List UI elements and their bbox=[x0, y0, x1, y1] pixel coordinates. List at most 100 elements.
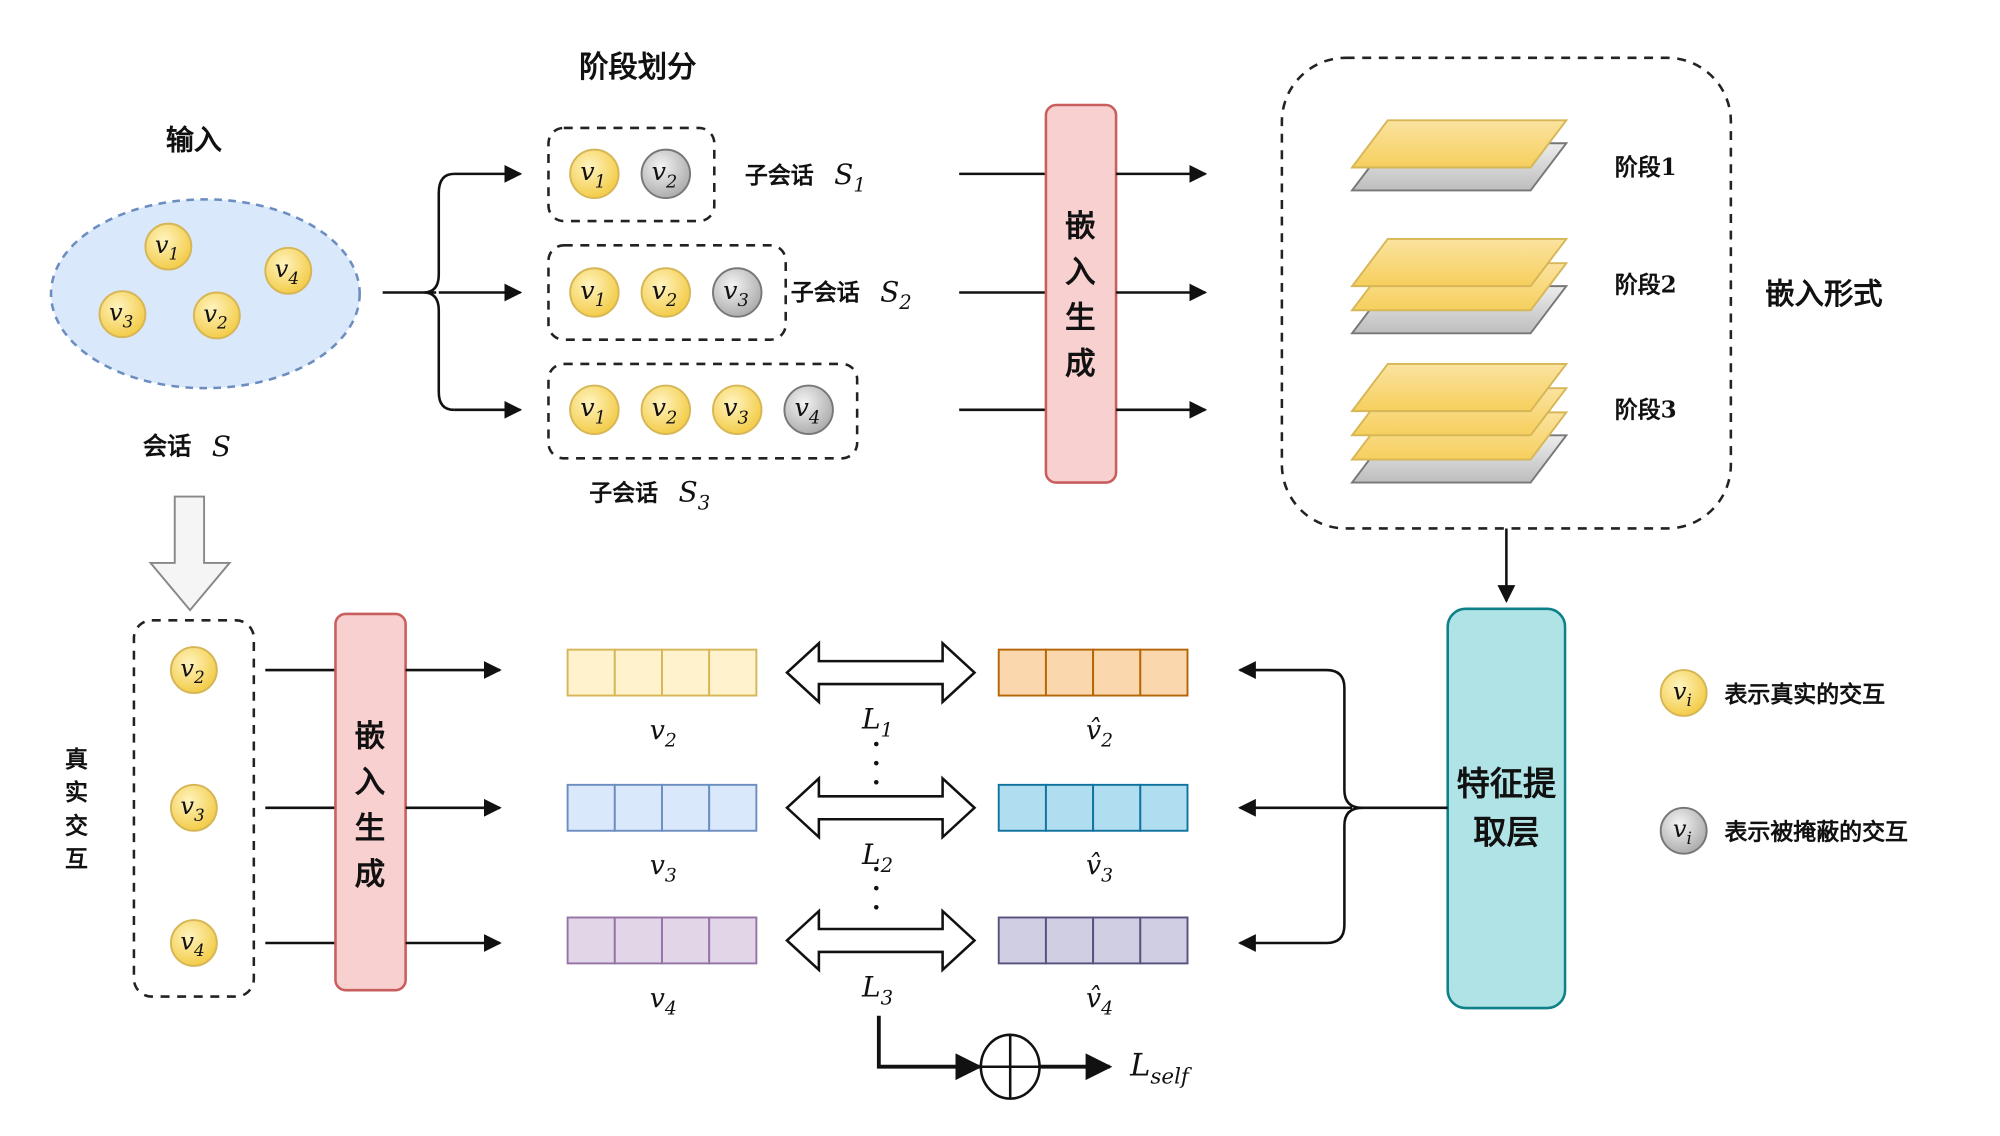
node-label: v2 bbox=[203, 300, 227, 333]
embed-form-title: 嵌入形式 bbox=[1765, 276, 1882, 311]
subsession-node: v1 bbox=[569, 384, 620, 436]
embed-generation-bottom bbox=[334, 612, 407, 992]
svg-text:子会话: 子会话 bbox=[589, 479, 658, 506]
legend-item-1: vi 表示真实的交互 bbox=[1659, 669, 1885, 717]
predicted-vector bbox=[997, 783, 1189, 832]
svg-text:嵌: 嵌 bbox=[355, 719, 386, 755]
stage-label: 阶段1 bbox=[1615, 154, 1677, 181]
vector-cell bbox=[1139, 783, 1189, 832]
subsession-label-2: 子会话 S2 bbox=[791, 275, 912, 314]
node-label: vi bbox=[1673, 815, 1692, 848]
subsession-box-2 bbox=[547, 244, 787, 341]
embedding-vector bbox=[566, 783, 758, 832]
vector-cell bbox=[708, 648, 758, 697]
vector-cell bbox=[997, 783, 1047, 832]
embedding-layer bbox=[1350, 119, 1569, 169]
session-ellipse bbox=[49, 198, 361, 390]
svg-text:入: 入 bbox=[1065, 254, 1096, 290]
node-label: v2 bbox=[180, 654, 204, 687]
node-label: v3 bbox=[723, 392, 749, 428]
node-label: v1 bbox=[580, 275, 606, 311]
vector-row-1: v2 v̂2 L1 bbox=[566, 640, 1189, 751]
svg-text:生: 生 bbox=[1065, 300, 1096, 336]
masked-node-icon bbox=[712, 267, 763, 318]
masked-node-icon bbox=[783, 384, 834, 436]
subsession-label-1: 子会话 S1 bbox=[745, 158, 866, 197]
loss-label: L3 bbox=[861, 971, 893, 1010]
loss-sum-arrow bbox=[876, 1015, 983, 1081]
node-label: v3 bbox=[109, 299, 133, 332]
real-nodes: v2 v3 v4 bbox=[169, 646, 218, 967]
vector-cell bbox=[1044, 648, 1095, 697]
svg-text:交: 交 bbox=[65, 812, 88, 839]
predicted-vector bbox=[997, 648, 1189, 697]
legend-real-icon: vi bbox=[1659, 669, 1708, 717]
input-node: v2 bbox=[192, 291, 241, 340]
session-symbol: S bbox=[212, 430, 231, 463]
vector-cell bbox=[1092, 648, 1142, 697]
subsession-node: v2 bbox=[640, 384, 692, 436]
vector-label: v4 bbox=[650, 983, 677, 1020]
predicted-vector-label: v̂4 bbox=[1086, 983, 1113, 1020]
real-node-icon bbox=[264, 246, 313, 295]
svg-text:成: 成 bbox=[1065, 346, 1096, 382]
svg-text:互: 互 bbox=[65, 845, 88, 872]
legend-text: 表示真实的交互 bbox=[1724, 681, 1885, 708]
ellipsis-dots bbox=[873, 741, 879, 910]
vector-cell bbox=[997, 916, 1047, 965]
embed-bottom-label: 嵌 入 生 成 bbox=[355, 719, 386, 893]
node-label: v1 bbox=[580, 392, 606, 428]
vector-cell bbox=[613, 783, 663, 832]
node-label: v4 bbox=[180, 927, 204, 960]
masked-node-icon bbox=[1659, 806, 1708, 855]
loss-label: L2 bbox=[861, 838, 893, 877]
real-interaction-node: v3 bbox=[169, 783, 218, 832]
real-node-icon bbox=[169, 919, 218, 967]
vector-label: v2 bbox=[650, 715, 677, 751]
subsession-label-3: 子会话 S3 bbox=[589, 476, 710, 515]
real-interaction-node: v2 bbox=[169, 646, 218, 694]
loss-label: L1 bbox=[861, 703, 893, 742]
svg-text:入: 入 bbox=[355, 764, 386, 800]
embed-top-inputs bbox=[959, 172, 1046, 412]
svg-text:嵌: 嵌 bbox=[1065, 208, 1096, 244]
vector-label: v3 bbox=[650, 850, 677, 887]
loss-self: Lself bbox=[1129, 1049, 1193, 1090]
node-label: v3 bbox=[180, 792, 204, 825]
vector-cell bbox=[1044, 916, 1095, 965]
subsession-node: v2 bbox=[640, 267, 692, 318]
subsession-box-3 bbox=[547, 362, 859, 460]
real-node-icon bbox=[712, 384, 763, 436]
node-label: v4 bbox=[795, 392, 821, 428]
real-node-icon bbox=[144, 222, 193, 271]
real-interaction-node: v4 bbox=[169, 919, 218, 967]
legend-text: 表示被掩蔽的交互 bbox=[1724, 819, 1908, 846]
stage-3: 阶段3 bbox=[1350, 362, 1677, 484]
node-label: v1 bbox=[580, 156, 606, 192]
subsession-node: v2 bbox=[640, 148, 692, 200]
legend: vi 表示真实的交互 vi 表示被掩蔽的交互 bbox=[1659, 669, 1908, 855]
subsession-node: v3 bbox=[712, 384, 763, 436]
split-brace bbox=[382, 172, 455, 412]
node-label: v2 bbox=[652, 392, 678, 428]
real-node-icon bbox=[640, 267, 692, 318]
svg-text:真: 真 bbox=[65, 746, 88, 773]
embed-stages: 阶段1 阶段2 阶段3 bbox=[1350, 119, 1677, 484]
subsession-node: v4 bbox=[783, 384, 834, 436]
vector-cell bbox=[613, 916, 663, 965]
real-node-icon bbox=[569, 384, 620, 436]
feature-extraction-layer bbox=[1446, 607, 1567, 1010]
svg-text:子会话: 子会话 bbox=[745, 162, 814, 189]
embed-bottom-inputs bbox=[265, 668, 336, 945]
real-node-icon bbox=[1659, 669, 1708, 717]
predicted-vector-label: v̂2 bbox=[1086, 715, 1113, 751]
stage-2: 阶段2 bbox=[1350, 237, 1677, 335]
embed-generation-top bbox=[1044, 103, 1118, 484]
node-label: v1 bbox=[155, 231, 179, 264]
vector-cell bbox=[1139, 916, 1189, 965]
node-label: vi bbox=[1673, 677, 1692, 710]
embedding-vector bbox=[566, 648, 758, 697]
